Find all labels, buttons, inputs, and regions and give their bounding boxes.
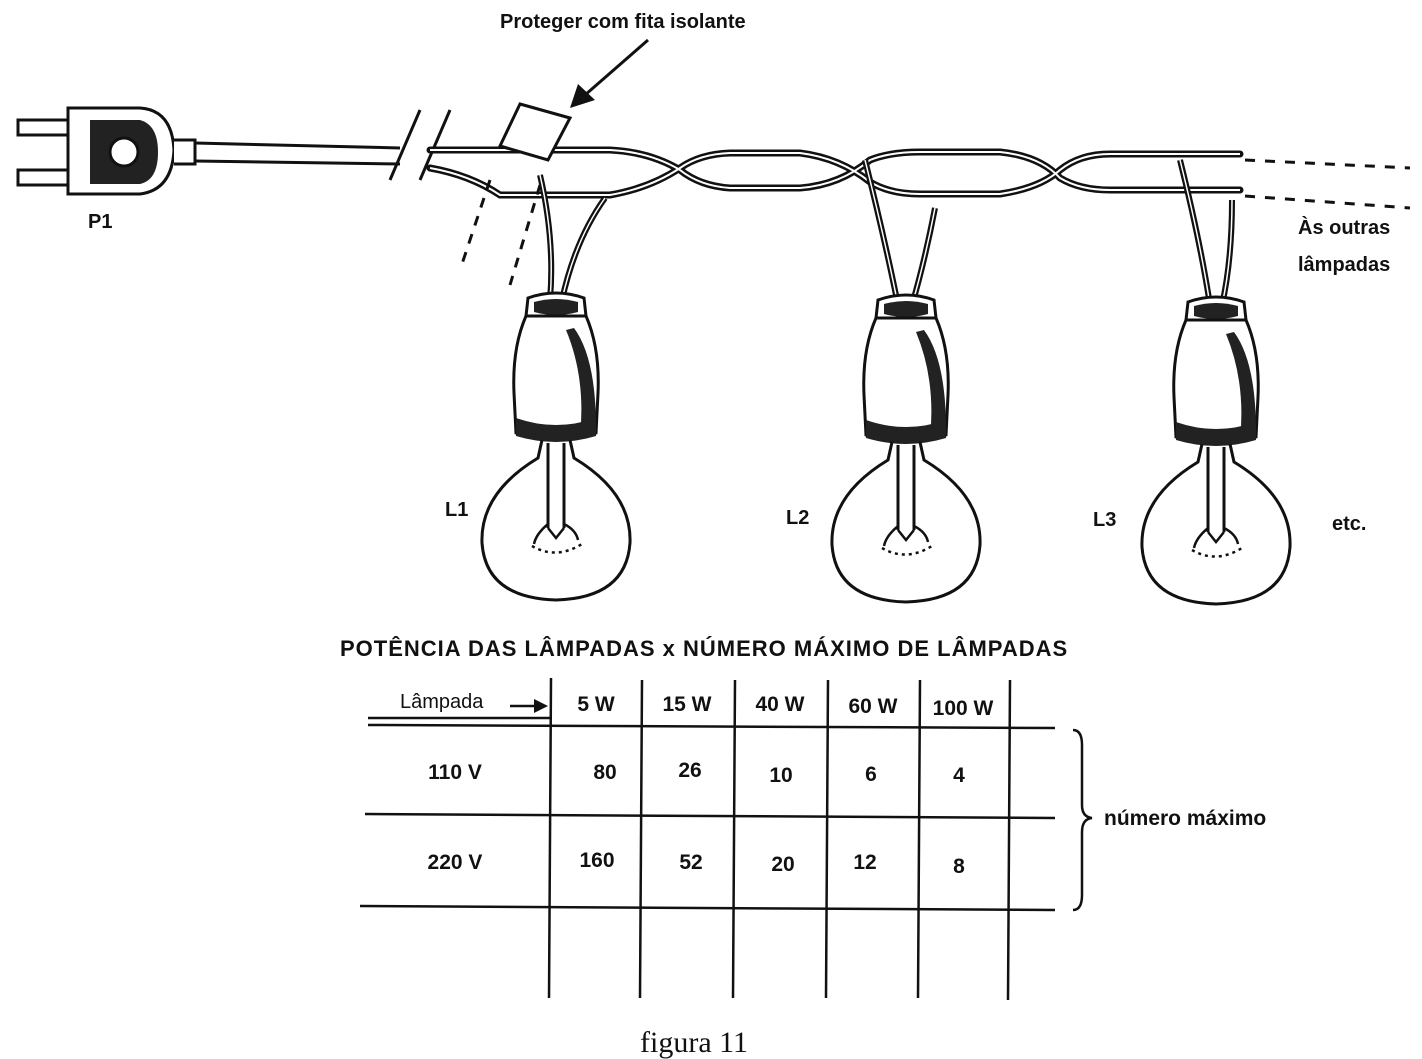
tape-arrow <box>570 38 649 108</box>
row-label-220v: 220 V <box>427 851 483 874</box>
column-header-60w: 60 W <box>848 695 898 718</box>
column-header-15w: 15 W <box>662 693 712 716</box>
tape-sleeve <box>458 102 573 286</box>
column-header-100w: 100 W <box>932 697 994 720</box>
table-title: POTÊNCIA DAS LÂMPADAS x NÚMERO MÁXIMO DE… <box>340 636 1069 661</box>
figure-caption: figura 11 <box>640 1026 749 1059</box>
table-grid <box>359 677 1056 1001</box>
others-label-line1: Às outras <box>1298 217 1391 239</box>
table-cell: 80 <box>593 761 617 784</box>
table-cell: 52 <box>679 851 703 874</box>
wire-continuation <box>1244 158 1411 210</box>
table-cell: 4 <box>953 764 965 787</box>
table-corner-label: Lâmpada <box>400 691 484 713</box>
plug-p1 <box>16 106 197 196</box>
column-header-40w: 40 W <box>755 693 805 716</box>
lamp-label-l1: L1 <box>445 499 469 521</box>
lamp-l3 <box>1140 295 1292 606</box>
max-number-brace <box>1072 728 1093 912</box>
power-cord <box>194 109 452 181</box>
etc-label: etc. <box>1332 513 1367 535</box>
table-cell: 6 <box>865 763 877 786</box>
table-cell: 160 <box>579 849 615 872</box>
lamp-l2 <box>830 293 982 604</box>
lamp-label-l2: L2 <box>786 507 810 529</box>
plug-label: P1 <box>88 211 113 233</box>
row-label-110v: 110 V <box>428 761 482 784</box>
table-cell: 8 <box>953 855 965 878</box>
tape-note-label: Proteger com fita isolante <box>500 11 746 33</box>
lamp-label-l3: L3 <box>1093 509 1117 531</box>
table-cell: 20 <box>771 853 795 876</box>
bracket-label: número máximo <box>1104 807 1267 830</box>
lamp-l1 <box>480 291 632 602</box>
table-cell: 12 <box>853 851 877 874</box>
twisted-wire <box>426 146 1244 199</box>
table-cell: 26 <box>678 759 702 782</box>
drop-wires <box>537 159 1235 306</box>
table-cell: 10 <box>769 764 793 787</box>
column-header-5w: 5 W <box>577 693 615 716</box>
lamp-header-arrow <box>510 699 548 713</box>
others-label-line2: lâmpadas <box>1298 254 1391 276</box>
